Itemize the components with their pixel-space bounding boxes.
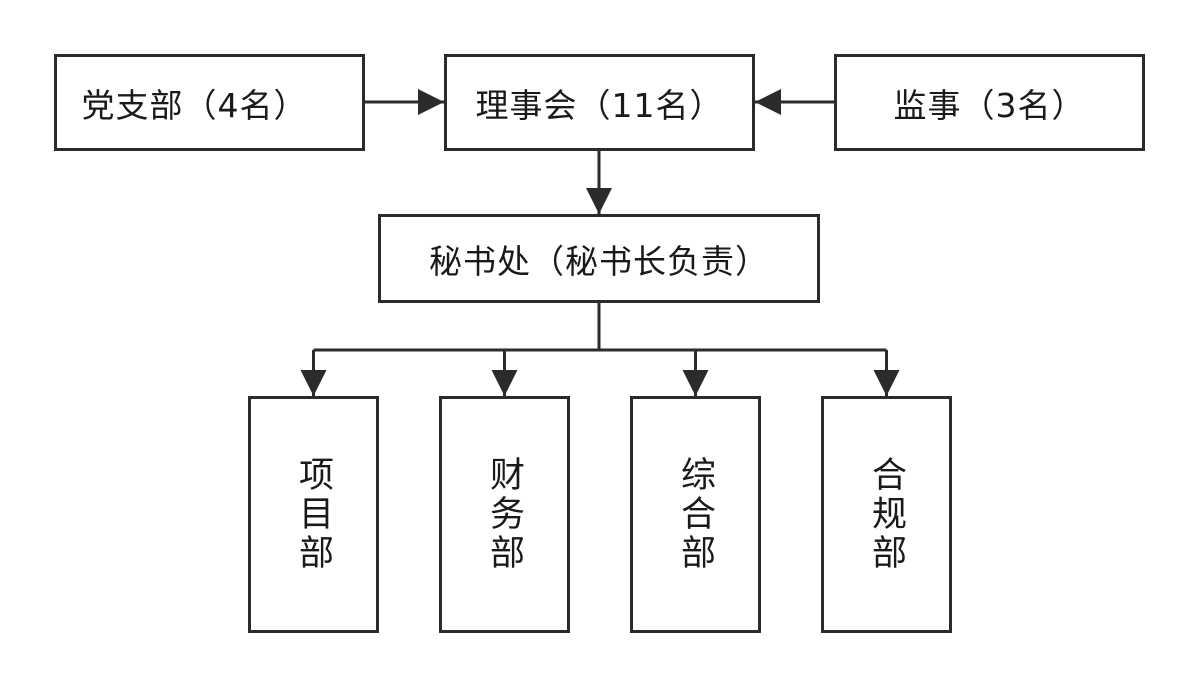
dept-general-label: 综合部: [675, 456, 715, 573]
dept-projects-label: 项目部: [293, 456, 333, 573]
party-branch-node: 党支部（4名）: [54, 54, 365, 151]
dept-compliance-node: 合规部: [821, 396, 952, 633]
dept-projects-node: 项目部: [248, 396, 379, 633]
dept-finance-label: 财务部: [484, 456, 524, 573]
supervisors-node: 监事（3名）: [834, 54, 1145, 151]
dept-finance-node: 财务部: [439, 396, 570, 633]
party-branch-label: 党支部（4名）: [81, 85, 308, 125]
board-label: 理事会（11名）: [475, 85, 724, 125]
dept-compliance-label: 合规部: [866, 456, 906, 573]
secretariat-label: 秘书处（秘书长负责）: [429, 241, 769, 281]
dept-general-node: 综合部: [630, 396, 761, 633]
secretariat-node: 秘书处（秘书长负责）: [378, 214, 820, 303]
supervisors-label: 监事（3名）: [893, 85, 1086, 125]
board-node: 理事会（11名）: [444, 54, 755, 151]
